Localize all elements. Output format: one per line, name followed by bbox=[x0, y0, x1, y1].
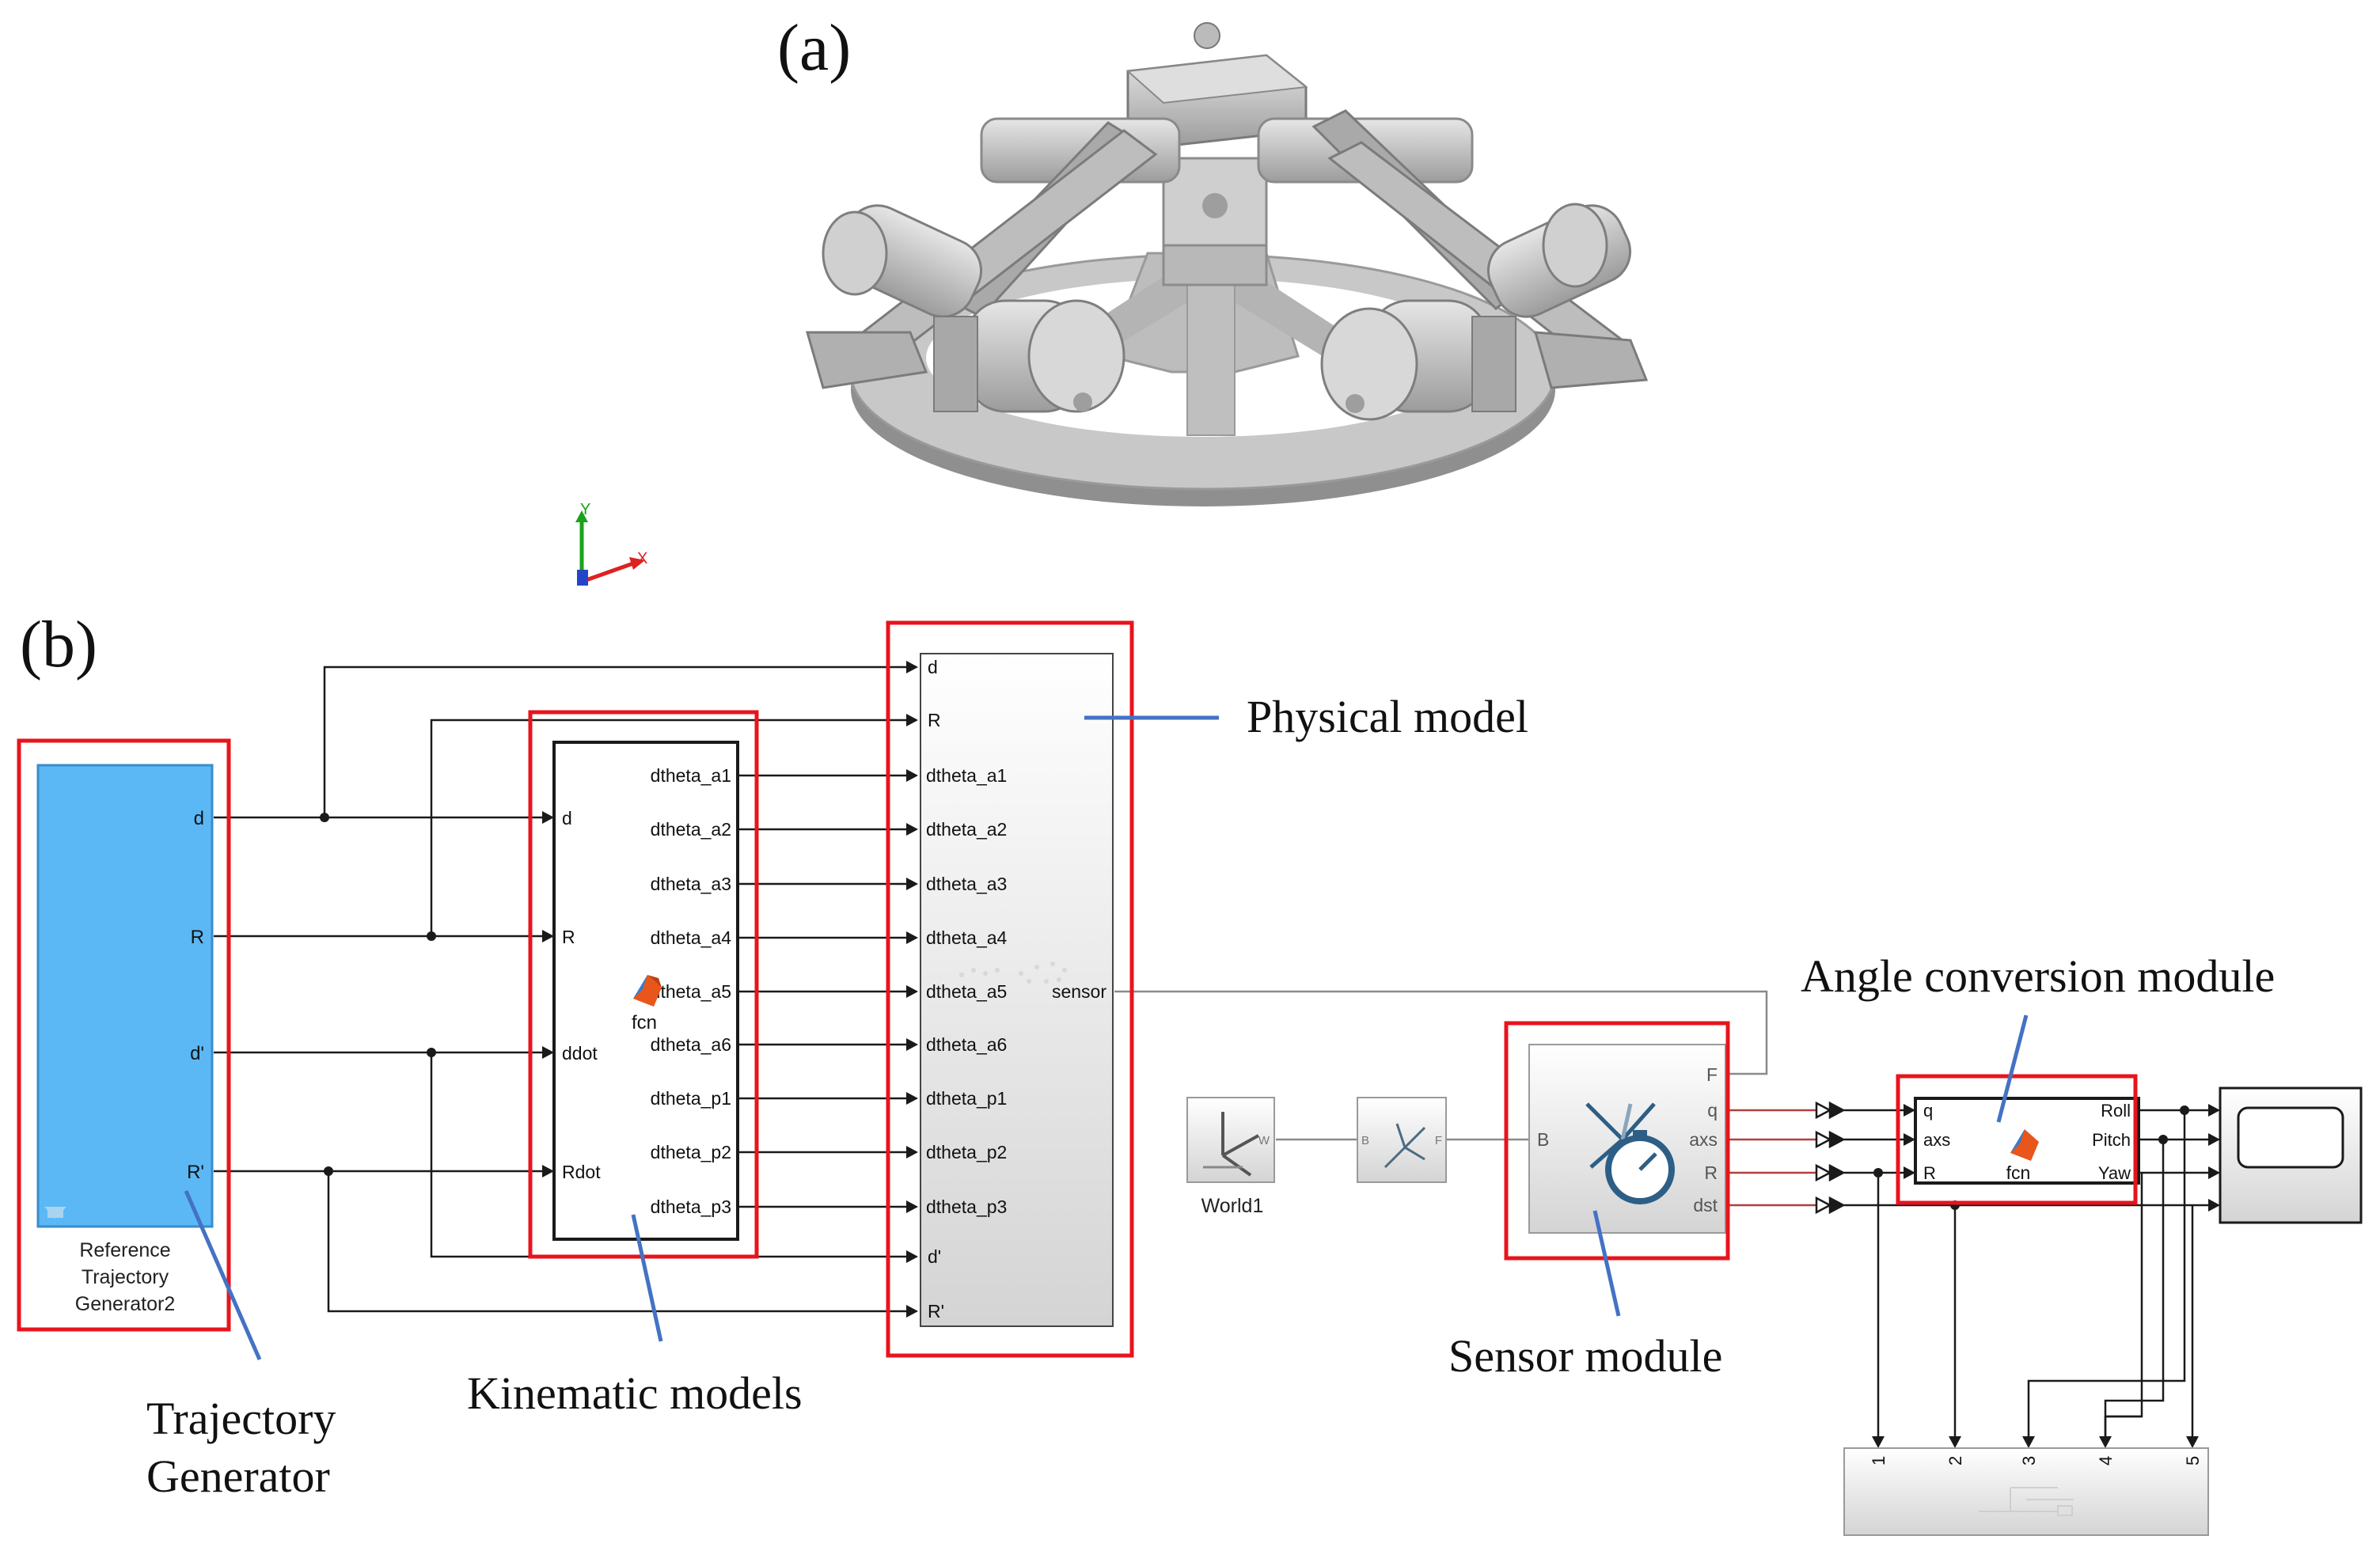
kin-in-Rdot: Rdot bbox=[562, 1162, 601, 1182]
matlab-logo-icon bbox=[633, 975, 662, 1007]
sensor-port-B: B bbox=[1537, 1129, 1549, 1150]
angle-in-R: R bbox=[1923, 1163, 1936, 1183]
phys-in-a2: dtheta_a2 bbox=[926, 819, 1007, 840]
kin-out-a1: dtheta_a1 bbox=[651, 765, 731, 786]
matlab-logo-icon bbox=[2010, 1129, 2039, 1161]
mux-port-5: 5 bbox=[2183, 1456, 2203, 1466]
phys-in-R: R bbox=[928, 710, 941, 730]
kinematic-fcn-block[interactable]: d R ddot Rdot dtheta_a1 dtheta_a2 dtheta… bbox=[552, 741, 739, 1241]
highlight-physical-model bbox=[886, 620, 1134, 1358]
sensor-out-axs: axs bbox=[1689, 1129, 1718, 1150]
sensor-out-R: R bbox=[1704, 1162, 1718, 1183]
scope-screen-icon bbox=[2237, 1106, 2344, 1169]
phys-in-R-prime: R' bbox=[928, 1301, 944, 1322]
phys-in-d-prime: d' bbox=[928, 1246, 941, 1267]
kin-in-ddot: ddot bbox=[562, 1043, 598, 1064]
gen-port-R: R bbox=[191, 927, 204, 948]
label-kinematic-models: Kinematic models bbox=[467, 1367, 803, 1419]
gen-port-d: d bbox=[194, 808, 204, 829]
angle-fcn-name: fcn bbox=[2006, 1162, 2031, 1183]
gen-port-d-prime: d' bbox=[190, 1043, 204, 1064]
signal-goto-markers bbox=[1815, 1101, 1846, 1215]
gen-caption-line3: Generator2 bbox=[75, 1293, 175, 1315]
world-caption: World1 bbox=[1201, 1195, 1264, 1217]
dotted-icon bbox=[959, 961, 1067, 984]
arrowheads bbox=[320, 661, 2220, 1448]
kin-out-p3: dtheta_p3 bbox=[651, 1196, 731, 1217]
kin-in-R: R bbox=[562, 927, 575, 947]
angle-out-roll: Roll bbox=[2101, 1101, 2131, 1121]
signal-wires bbox=[214, 666, 2216, 1436]
sensor-out-F: F bbox=[1706, 1064, 1718, 1085]
down-arrow-icon bbox=[44, 1207, 66, 1219]
phys-in-a4: dtheta_a4 bbox=[926, 927, 1008, 948]
mux-block[interactable]: 1 2 3 4 5 bbox=[1843, 1447, 2209, 1536]
gen-caption-line1: Reference bbox=[79, 1239, 170, 1261]
world-frame-icon bbox=[1203, 1112, 1259, 1177]
angle-out-pitch: Pitch bbox=[2092, 1130, 2131, 1150]
kin-out-p2: dtheta_p2 bbox=[651, 1142, 731, 1162]
sensor-out-q: q bbox=[1707, 1100, 1718, 1121]
mux-port-1: 1 bbox=[1869, 1456, 1888, 1466]
axis-x-label: X bbox=[637, 550, 647, 567]
phys-in-d: d bbox=[928, 657, 938, 677]
label-physical-model: Physical model bbox=[1247, 691, 1528, 742]
label-angle-conversion: Angle conversion module bbox=[1801, 950, 2275, 1002]
world-frame-block[interactable]: W bbox=[1186, 1097, 1275, 1183]
label-trajectory-generator-line2: Generator bbox=[146, 1451, 330, 1502]
sensor-block[interactable]: B F q axs R dst bbox=[1528, 1044, 1726, 1234]
world-port-W: W bbox=[1258, 1134, 1270, 1147]
kin-out-a5: dtheta_a5 bbox=[651, 981, 731, 1002]
kin-fcn-name: fcn bbox=[632, 1012, 657, 1033]
phys-in-a1: dtheta_a1 bbox=[926, 765, 1007, 786]
kin-out-p1: dtheta_p1 bbox=[651, 1088, 731, 1109]
axes-triad: Y X bbox=[575, 501, 647, 586]
phys-in-a5: dtheta_a5 bbox=[926, 981, 1007, 1002]
panel-label-a: (a) bbox=[777, 11, 851, 85]
phys-in-p1: dtheta_p1 bbox=[926, 1088, 1007, 1109]
sensor-gauge-icon bbox=[1585, 1102, 1675, 1204]
panel-label-b: (b) bbox=[20, 608, 97, 681]
highlight-boxes bbox=[17, 620, 2138, 1358]
phys-out-sensor: sensor bbox=[1052, 981, 1106, 1002]
mux-port-4: 4 bbox=[2096, 1456, 2116, 1466]
scope-block[interactable] bbox=[2219, 1086, 2363, 1224]
rigid-transform-block[interactable]: B F bbox=[1357, 1097, 1447, 1183]
gen-port-R-prime: R' bbox=[187, 1162, 204, 1183]
transform-frames-icon bbox=[1384, 1123, 1426, 1169]
phys-in-a6: dtheta_a6 bbox=[926, 1034, 1007, 1055]
callout-lines bbox=[184, 715, 2029, 1361]
kin-out-a2: dtheta_a2 bbox=[651, 819, 731, 840]
kin-out-a4: dtheta_a4 bbox=[651, 927, 732, 948]
phys-in-p3: dtheta_p3 bbox=[926, 1196, 1007, 1217]
angle-fcn-block[interactable]: q axs R Roll Pitch Yaw fcn bbox=[1914, 1097, 2140, 1185]
highlight-sensor-module bbox=[1504, 1021, 1730, 1261]
phys-in-a3: dtheta_a3 bbox=[926, 874, 1007, 894]
mux-port-2: 2 bbox=[1945, 1456, 1965, 1466]
kin-out-a6: dtheta_a6 bbox=[651, 1034, 731, 1055]
kin-out-a3: dtheta_a3 bbox=[651, 874, 731, 894]
sensor-out-dst: dst bbox=[1693, 1195, 1718, 1215]
highlight-trajectory-generator bbox=[17, 738, 231, 1332]
mux-port-3: 3 bbox=[2019, 1456, 2039, 1466]
physical-model-block[interactable]: d R dtheta_a1 dtheta_a2 dtheta_a3 dtheta… bbox=[920, 653, 1114, 1327]
mux-tree-icon bbox=[1979, 1487, 2074, 1516]
phys-in-p2: dtheta_p2 bbox=[926, 1142, 1007, 1162]
transform-port-F: F bbox=[1435, 1134, 1442, 1147]
axis-y-label: Y bbox=[580, 501, 590, 518]
label-trajectory-generator-line1: Trajectory bbox=[146, 1393, 336, 1444]
label-sensor-module: Sensor module bbox=[1448, 1330, 1722, 1382]
highlight-angle-conversion bbox=[1896, 1074, 2138, 1205]
trajectory-generator-block[interactable]: d R d' R' bbox=[36, 764, 214, 1228]
angle-in-q: q bbox=[1923, 1101, 1933, 1121]
robot-3d-render bbox=[806, 22, 1649, 506]
angle-in-axs: axs bbox=[1923, 1130, 1950, 1150]
kin-in-d: d bbox=[562, 808, 572, 829]
transform-port-B: B bbox=[1361, 1134, 1369, 1147]
gen-caption-line2: Trajectory bbox=[82, 1266, 169, 1288]
angle-out-yaw: Yaw bbox=[2098, 1163, 2131, 1183]
